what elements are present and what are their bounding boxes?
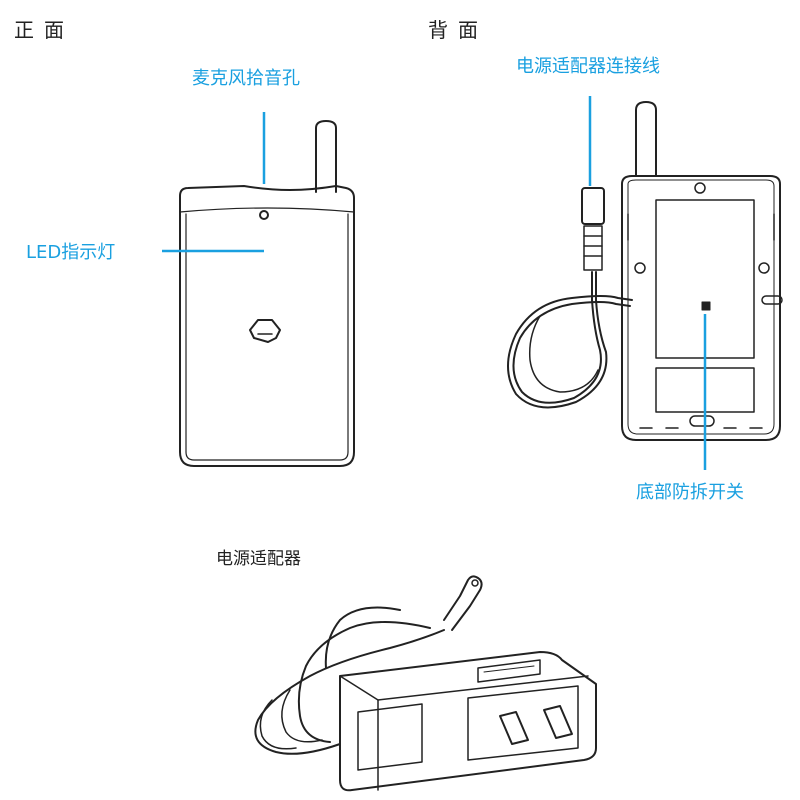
- back-view-title: 背面: [428, 18, 488, 42]
- front-device: [179, 120, 355, 467]
- mic-hole-label: 麦克风拾音孔: [192, 68, 300, 89]
- tamper-switch-label: 底部防拆开关: [636, 482, 744, 503]
- brand-logo-icon: [249, 319, 281, 343]
- callout-lines: [162, 96, 707, 470]
- back-device: [621, 101, 783, 441]
- mic-hole: [259, 210, 269, 220]
- power-cable-label: 电源适配器连接线: [516, 56, 660, 77]
- front-view-title: 正面: [14, 18, 74, 42]
- power-cable: [507, 187, 633, 409]
- led-indicator-label: LED指示灯: [26, 242, 116, 263]
- power-adapter: [254, 575, 597, 792]
- tamper-switch: [701, 301, 711, 311]
- power-adapter-label: 电源适配器: [216, 549, 301, 569]
